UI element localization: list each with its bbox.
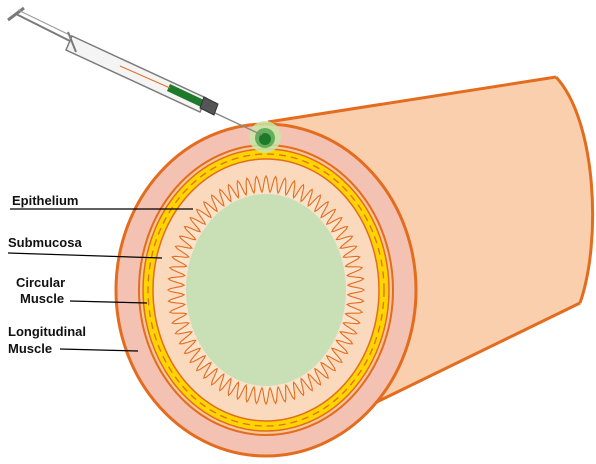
label-longitudinal-line1: Longitudinal xyxy=(8,324,86,339)
injection-dot-icon xyxy=(249,121,281,153)
label-circular-line1: Circular xyxy=(16,275,65,290)
label-submucosa: Submucosa xyxy=(8,235,82,250)
lumen xyxy=(186,194,346,386)
label-longitudinal-line2: Muscle xyxy=(8,341,52,356)
cross-section xyxy=(116,124,416,456)
label-epithelium: Epithelium xyxy=(12,193,78,208)
syringe-icon xyxy=(8,8,262,135)
label-circular-line2: Muscle xyxy=(20,291,64,306)
